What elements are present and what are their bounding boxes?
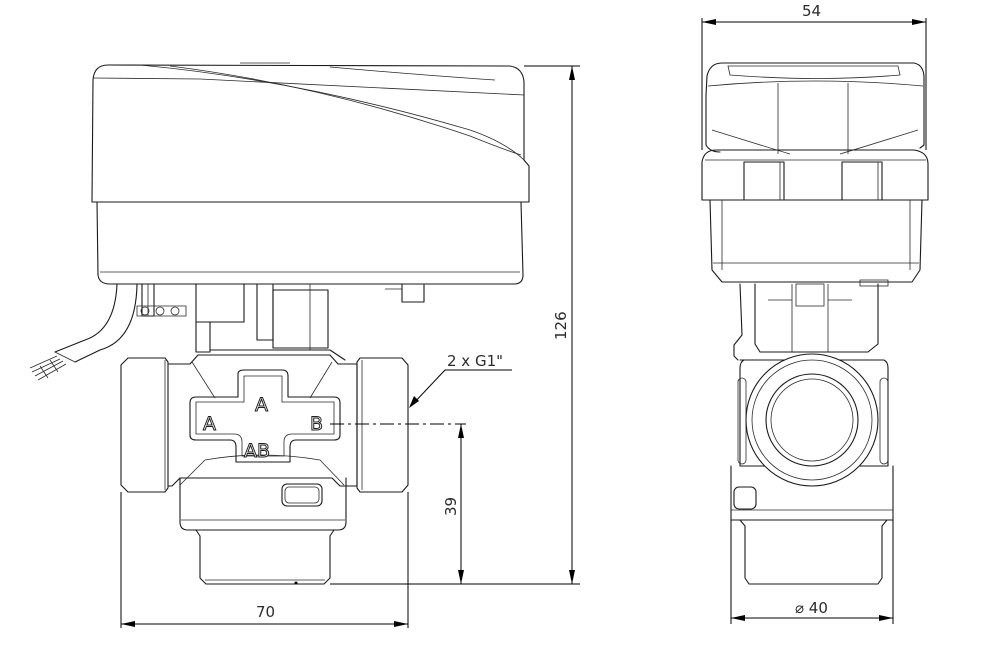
- actuator-width-label: 54: [802, 2, 821, 20]
- dimension-overall-height: 126: [330, 65, 580, 585]
- actuator-cover: [91, 62, 530, 203]
- port-mark-top: A: [255, 394, 268, 416]
- thread-callout-label: 2 x G1": [447, 352, 503, 370]
- dimension-port-axis-height: 39: [330, 423, 466, 584]
- port-mark-bottom: AB: [244, 440, 270, 462]
- power-cable: [29, 283, 138, 381]
- valve-body-front: [730, 353, 894, 585]
- linkage-front: [733, 279, 889, 361]
- port-axis-height-label: 39: [442, 497, 460, 516]
- body-width-label: 70: [256, 603, 275, 621]
- overall-height-label: 126: [552, 311, 570, 340]
- port-mark-left: A: [203, 413, 216, 435]
- thread-callout: 2 x G1": [409, 352, 512, 408]
- port-mark-right: B: [310, 413, 323, 435]
- dimension-body-width: 70: [120, 492, 409, 628]
- actuator-front: [701, 62, 929, 283]
- side-view: A A B AB: [29, 62, 530, 585]
- dimension-actuator-width: 54: [701, 2, 927, 150]
- front-view: [701, 62, 929, 585]
- dimension-body-diameter: ⌀ 40: [730, 520, 894, 624]
- body-diameter-label: ⌀ 40: [795, 599, 828, 617]
- actuator-housing: [96, 201, 524, 285]
- valve-body: A A B AB: [120, 354, 409, 585]
- linkage-bracket: [136, 283, 425, 361]
